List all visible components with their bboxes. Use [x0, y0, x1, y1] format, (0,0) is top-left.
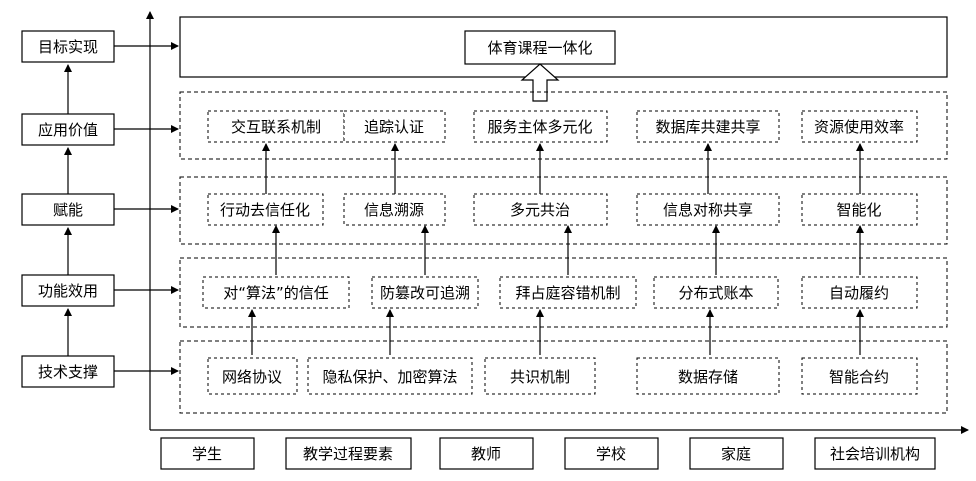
tech-item: [207, 357, 298, 395]
bottom-row: 学生 教学过程要素 教师 学校 家庭 社会培训机构: [160, 437, 936, 470]
level-function: 功能效用: [21, 274, 115, 307]
hollow-up-arrow: [520, 63, 560, 102]
empower-row: 行动去信任化 信息溯源 多元共治 信息对称共享 智能化: [207, 193, 918, 226]
empower-item: [801, 193, 918, 226]
function-item: [499, 276, 637, 309]
bottom-item: [160, 437, 255, 470]
tech-item: [307, 357, 473, 395]
value-item: [343, 110, 446, 143]
function-item-label: 对“算法”的信任: [223, 284, 329, 302]
empower-item: [636, 193, 780, 226]
value-item-label: 服务主体多元化: [487, 118, 592, 136]
tech-item-label: 数据存储: [678, 368, 738, 386]
tech-item-label: 隐私保护、加密算法: [322, 368, 457, 386]
goal-label: 体育课程一体化: [487, 39, 592, 57]
tech-item-label: 网络协议: [222, 368, 282, 386]
value-item: [636, 110, 780, 143]
bottom-item: [689, 437, 784, 470]
function-panel: [179, 257, 948, 328]
empower-item-label: 智能化: [836, 201, 881, 219]
tech-item: [636, 357, 780, 395]
empower-item-label: 多元共治: [510, 201, 570, 219]
function-item-label: 自动履约: [829, 284, 889, 302]
empower-item-label: 行动去信任化: [220, 201, 310, 219]
bottom-item-label: 社会培训机构: [830, 445, 920, 463]
value-item-label: 数据库共建共享: [655, 118, 760, 136]
level-label: 目标实现: [38, 38, 98, 56]
goal-panel: 体育课程一体化: [179, 16, 948, 78]
function-item: [202, 276, 350, 309]
empower-item-label: 信息溯源: [364, 201, 424, 219]
function-item: [653, 276, 779, 309]
empower-item: [207, 193, 324, 226]
empower-item-label: 信息对称共享: [663, 201, 753, 219]
bottom-item-label: 教学过程要素: [303, 445, 393, 463]
level-label: 应用价值: [38, 121, 98, 139]
bottom-item-label: 学生: [192, 445, 222, 463]
bottom-item: [814, 437, 936, 470]
bottom-item-label: 教师: [471, 445, 501, 463]
level-tech: 技术支撑: [21, 355, 115, 388]
level-label: 赋能: [53, 201, 83, 219]
function-item-label: 拜占庭容错机制: [515, 284, 620, 302]
value-item-label: 交互联系机制: [231, 118, 321, 136]
function-item: [801, 276, 918, 309]
goal-box: [464, 30, 616, 65]
function-item-label: 防篡改可追溯: [380, 284, 470, 302]
function-row: 对“算法”的信任 防篡改可追溯 拜占庭容错机制 分布式账本 自动履约: [202, 276, 918, 309]
value-item: [473, 110, 608, 143]
bottom-item-label: 家庭: [721, 445, 751, 463]
left-level-column: 目标实现 应用价值 赋能 功能效用 技术支撑: [21, 30, 115, 388]
tech-item: [801, 357, 918, 395]
tech-item-label: 智能合约: [829, 368, 889, 386]
bottom-item: [285, 437, 412, 470]
function-item: [371, 276, 479, 309]
empower-panel: [179, 176, 948, 245]
tech-item: [484, 357, 596, 395]
level-value: 应用价值: [21, 113, 115, 146]
empower-item: [343, 193, 446, 226]
level-goal: 目标实现: [21, 30, 115, 63]
row-connectors: [248, 143, 864, 355]
tech-panel: [179, 340, 948, 414]
level-label: 技术支撑: [38, 363, 98, 381]
value-item-label: 追踪认证: [364, 118, 424, 136]
value-item: [801, 110, 918, 143]
level-empower: 赋能: [21, 193, 115, 226]
level-label: 功能效用: [38, 282, 98, 300]
empower-item: [473, 193, 608, 226]
bottom-item: [439, 437, 534, 470]
value-panel: [179, 91, 948, 160]
tech-row: 网络协议 隐私保护、加密算法 共识机制 数据存储 智能合约: [207, 357, 918, 395]
value-item-label: 资源使用效率: [814, 118, 904, 136]
value-row: 交互联系机制 追踪认证 服务主体多元化 数据库共建共享 资源使用效率: [207, 110, 918, 143]
bottom-item-label: 学校: [596, 445, 626, 463]
bottom-item: [564, 437, 659, 470]
function-item-label: 分布式账本: [678, 284, 753, 302]
tech-item-label: 共识机制: [510, 368, 570, 386]
